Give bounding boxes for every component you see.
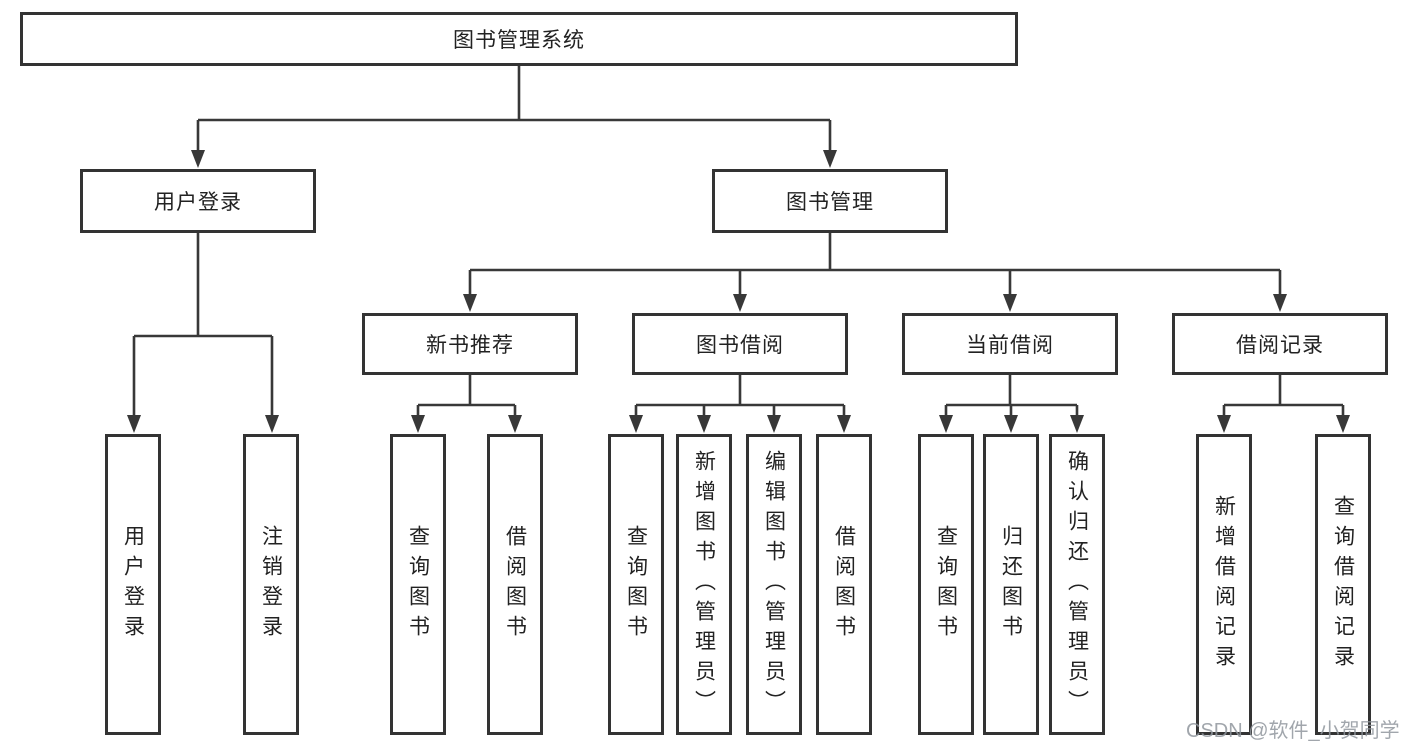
leaf-label: 查询图书 [624,524,648,645]
node-book-borrow: 图书借阅 [632,313,848,375]
leaf-query-books-borrow: 查询图书 [608,434,664,735]
node-root: 图书管理系统 [20,12,1018,66]
leaf-add-borrow-record: 新增借阅记录 [1196,434,1252,735]
leaf-return-book: 归还图书 [983,434,1039,735]
node-user-login: 用户登录 [80,169,316,233]
node-current-borrow: 当前借阅 [902,313,1118,375]
leaf-borrow-books: 借阅图书 [816,434,872,735]
leaf-label: 确认归还（管理员） [1065,449,1089,720]
leaf-label: 新增图书（管理员） [692,449,716,720]
leaf-query-borrow-record: 查询借阅记录 [1315,434,1371,735]
leaf-label: 查询借阅记录 [1331,494,1355,675]
node-book-management: 图书管理 [712,169,948,233]
node-borrow-records: 借阅记录 [1172,313,1388,375]
leaf-query-books-current: 查询图书 [918,434,974,735]
leaf-label: 借阅图书 [832,524,856,645]
leaf-label: 归还图书 [999,524,1023,645]
leaf-user-login: 用户登录 [105,434,161,735]
leaf-label: 查询图书 [934,524,958,645]
leaf-borrow-books-recommend: 借阅图书 [487,434,543,735]
leaf-label: 新增借阅记录 [1212,494,1236,675]
leaf-label: 借阅图书 [503,524,527,645]
leaf-label: 注销登录 [259,524,283,645]
leaf-label: 编辑图书（管理员） [762,449,786,720]
leaf-label: 用户登录 [121,524,145,645]
leaf-logout: 注销登录 [243,434,299,735]
node-new-book-recommend: 新书推荐 [362,313,578,375]
leaf-edit-book-admin: 编辑图书（管理员） [746,434,802,735]
csdn-watermark: CSDN @软件_小贺同学 [1186,720,1400,742]
leaf-confirm-return-admin: 确认归还（管理员） [1049,434,1105,735]
leaf-add-book-admin: 新增图书（管理员） [676,434,732,735]
leaf-label: 查询图书 [406,524,430,645]
leaf-query-books-recommend: 查询图书 [390,434,446,735]
